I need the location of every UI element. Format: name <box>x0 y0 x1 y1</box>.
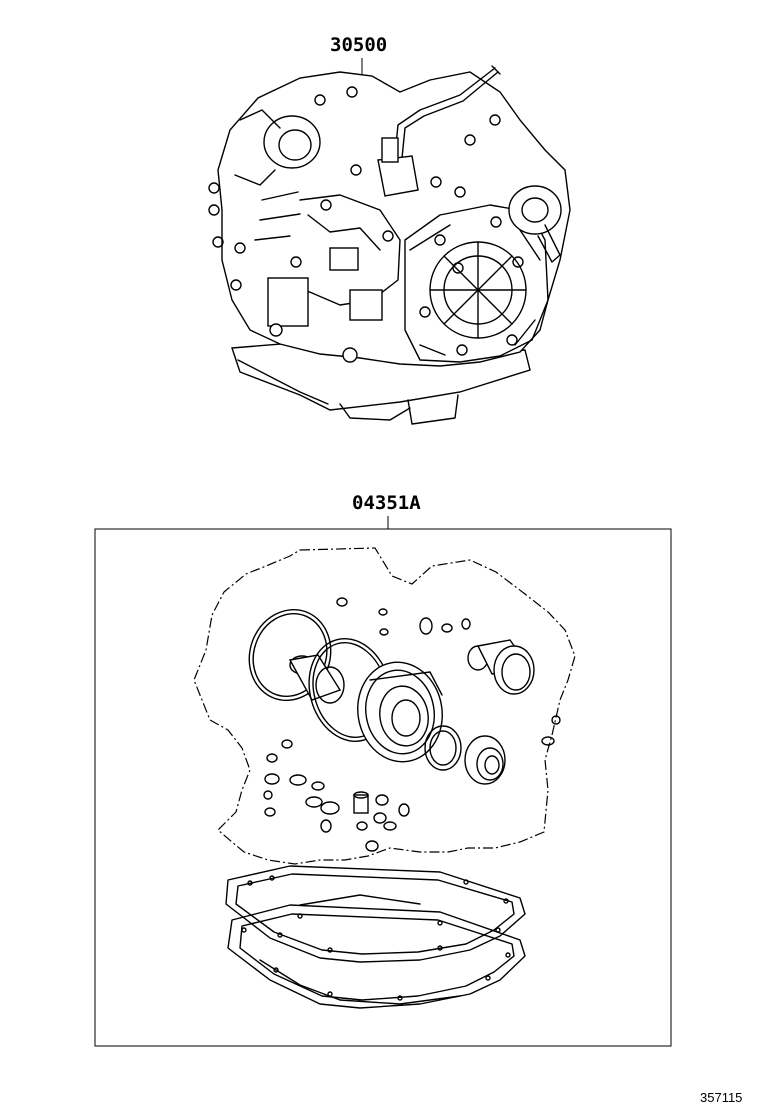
small-seal-ring[interactable] <box>424 725 462 771</box>
gasket-bolt-holes <box>241 875 511 1001</box>
part-number-30500[interactable]: 30500 <box>330 34 387 56</box>
oil-seal[interactable] <box>464 735 506 785</box>
piston-drum[interactable] <box>350 655 450 768</box>
part-number-04351A[interactable]: 04351A <box>352 492 421 514</box>
oil-pan-gasket-lower[interactable] <box>227 904 526 1009</box>
illustration-reference-number: 357115 <box>700 1090 742 1105</box>
housing-bolts <box>208 86 524 356</box>
gasket-kit-frame <box>94 528 672 1047</box>
check-ball-plug[interactable] <box>353 791 369 814</box>
transaxle-assembly-drawing[interactable] <box>208 65 571 425</box>
case-gasket-outline[interactable] <box>193 547 576 865</box>
oil-pan-gasket-upper[interactable] <box>225 865 526 963</box>
bushing-sleeve[interactable] <box>467 639 535 695</box>
small-o-rings[interactable] <box>263 597 561 852</box>
